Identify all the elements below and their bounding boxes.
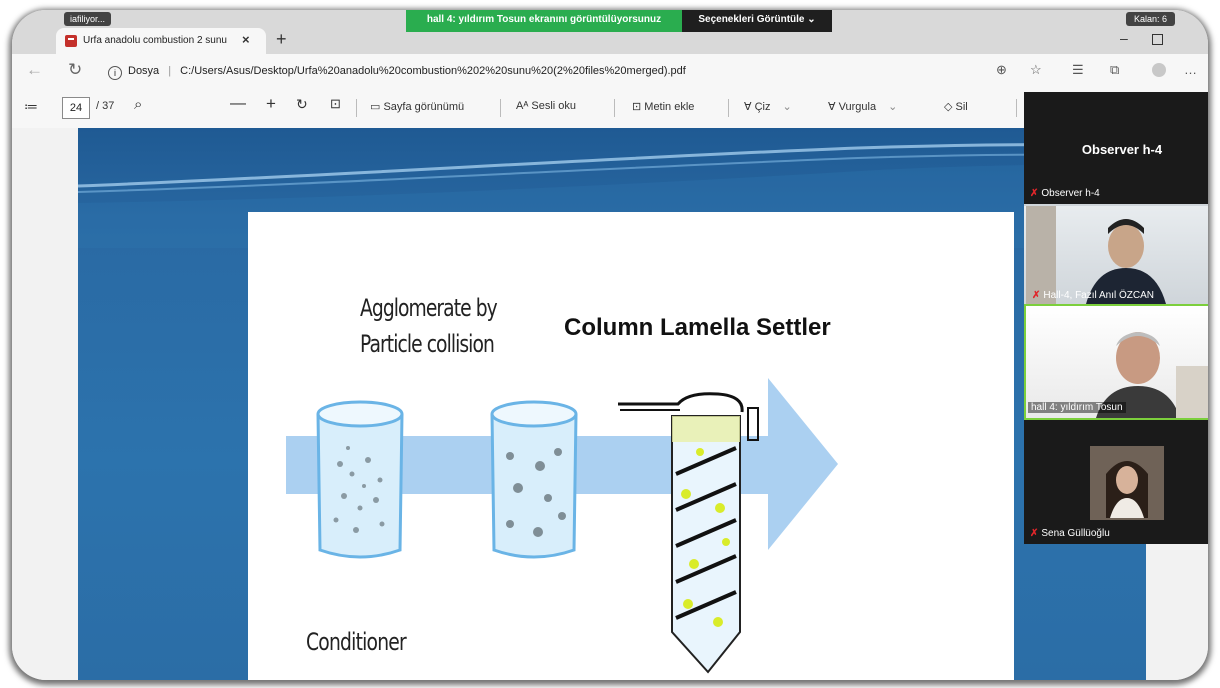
read-aloud-icon: Aᴬ xyxy=(516,100,532,112)
url-divider: | xyxy=(168,65,172,77)
participant-avatar xyxy=(1106,461,1148,518)
participant-name: ✗Observer h-4 xyxy=(1030,188,1100,199)
process-flow-diagram xyxy=(286,378,838,674)
participant-name: ✗Sena Güllüoğlu xyxy=(1030,528,1110,539)
browser-tab-bar: iafiliyor... hall 4: yıldırım Tosun ekra… xyxy=(12,10,1208,54)
participant-name: ✗Hall-4, Fazıl Anıl ÖZCAN xyxy=(1032,290,1154,301)
toolbar-separator xyxy=(356,99,357,117)
read-aloud-label: Sesli oku xyxy=(531,100,577,112)
page-view-button[interactable]: ▭ Sayfa görünümü xyxy=(370,100,464,113)
minimize-icon[interactable]: – xyxy=(1120,30,1128,46)
settler-title: Column Lamella Settler xyxy=(564,314,831,341)
erase-label: Sil xyxy=(955,101,968,113)
draw-button[interactable]: ∀ Çiz ⌄ xyxy=(744,100,792,113)
agglomerate-label: Agglomerate by Particle collision xyxy=(360,290,498,362)
draw-label: Çiz xyxy=(754,101,771,113)
page-total-label: / 37 xyxy=(96,100,115,112)
erase-button[interactable]: ◇ Sil xyxy=(944,100,968,113)
back-arrow-icon[interactable]: ← xyxy=(26,60,43,79)
participant-video-active-speaker[interactable]: hall 4: yıldırım Tosun xyxy=(1024,304,1208,420)
muted-mic-icon: ✗ xyxy=(1032,290,1041,301)
screen-frame: iafiliyor... hall 4: yıldırım Tosun ekra… xyxy=(12,10,1208,680)
address-bar: ← ↻ i Dosya | C:/Users/Asus/Desktop/Urfa%… xyxy=(12,54,1208,88)
muted-mic-icon: ✗ xyxy=(1030,188,1039,199)
browser-tab[interactable]: Urfa anadolu combustion 2 sunu × xyxy=(56,28,266,54)
eraser-icon: ◇ xyxy=(944,101,956,113)
reload-icon[interactable]: ↻ xyxy=(68,60,83,79)
read-aloud-button[interactable]: Aᴬ Sesli oku xyxy=(516,100,576,112)
restore-icon[interactable] xyxy=(1152,34,1163,45)
close-icon[interactable]: × xyxy=(242,32,250,47)
muted-mic-icon: ✗ xyxy=(1030,528,1039,539)
zoom-status-label: iafiliyor... xyxy=(64,12,112,26)
screen-share-banner: hall 4: yıldırım Tosun ekranını görüntül… xyxy=(406,10,682,32)
highlight-button[interactable]: ∀ Vurgula ⌄ xyxy=(828,100,897,113)
slide-content-panel: Agglomerate by Particle collision Column… xyxy=(248,212,1014,680)
favorite-star-icon[interactable]: ☆ xyxy=(1030,62,1042,77)
highlight-icon: ∀ xyxy=(828,101,839,113)
draw-icon: ∀ xyxy=(744,101,755,113)
participant-avatar xyxy=(1096,332,1208,418)
add-text-button[interactable]: ⊡ Metin ekle xyxy=(632,100,694,113)
self-view-title: Observer h-4 xyxy=(1081,142,1163,157)
toolbar-separator xyxy=(614,99,615,117)
toolbar-separator xyxy=(1016,99,1017,117)
zoom-in-icon[interactable]: + xyxy=(266,94,276,113)
agglomerate-line-1: Agglomerate by xyxy=(360,294,498,322)
zoom-out-icon[interactable]: — xyxy=(230,95,246,112)
highlight-label: Vurgula xyxy=(838,101,877,113)
zoom-participants-panel: Observer h-4 ✗Observer h-4 ✗Hall-4, Fazı… xyxy=(1024,92,1208,544)
participant-name: hall 4: yıldırım Tosun xyxy=(1028,402,1126,413)
lamella-settler-column xyxy=(618,392,759,674)
participant-avatar xyxy=(1026,206,1166,304)
presentation-slide: Agglomerate by Particle collision Column… xyxy=(78,128,1146,680)
toolbar-separator xyxy=(728,99,729,117)
collections-icon[interactable]: ⧉ xyxy=(1110,62,1120,77)
add-text-icon: ⊡ xyxy=(632,101,645,113)
view-options-button[interactable]: Seçenekleri Görüntüle ⌄ xyxy=(682,10,832,32)
add-text-label: Metin ekle xyxy=(644,101,695,113)
search-icon[interactable]: ⌕ xyxy=(134,96,143,113)
new-tab-icon[interactable]: + xyxy=(276,29,287,49)
rotate-icon[interactable]: ↻ xyxy=(296,96,308,112)
page-view-label: Sayfa görünümü xyxy=(383,101,465,113)
agglomerate-line-2: Particle collision xyxy=(360,330,495,358)
toolbar-separator xyxy=(500,99,501,117)
pdf-viewer[interactable]: Agglomerate by Particle collision Column… xyxy=(12,128,1208,680)
participant-video[interactable] xyxy=(1090,446,1164,520)
draw-dropdown-icon[interactable]: ⌄ xyxy=(782,101,792,113)
more-menu-icon[interactable]: … xyxy=(1184,62,1197,77)
tab-title: Urfa anadolu combustion 2 sunu xyxy=(83,35,227,46)
page-number-input[interactable]: 24 xyxy=(62,97,90,119)
url-field[interactable]: i Dosya | C:/Users/Asus/Desktop/Urfa%20an… xyxy=(108,60,988,82)
zoom-magnifier-icon[interactable]: ⊕ xyxy=(996,62,1007,77)
pdf-toolbar: ≔ 24 / 37 ⌕ — + ↻ ⊡ ▭ Sayfa görünümü Aᴬ … xyxy=(12,88,1208,129)
conditioner-label: Conditioner xyxy=(306,628,407,656)
zoom-remaining-label: Kalan: 6 xyxy=(1126,12,1176,26)
conditioner-beaker xyxy=(316,400,404,559)
profile-avatar[interactable] xyxy=(1152,63,1166,77)
agglomeration-beaker xyxy=(490,400,578,559)
highlight-dropdown-icon[interactable]: ⌄ xyxy=(888,101,898,113)
participant-video[interactable]: ✗Hall-4, Fazıl Anıl ÖZCAN xyxy=(1024,204,1208,306)
url-scheme-label: Dosya xyxy=(128,65,160,77)
fit-page-icon[interactable]: ⊡ xyxy=(330,96,341,111)
url-text: C:/Users/Asus/Desktop/Urfa%20anadolu%20c… xyxy=(180,65,686,77)
contents-icon[interactable]: ≔ xyxy=(24,98,38,114)
favorites-list-icon[interactable]: ☰ xyxy=(1072,62,1084,77)
info-icon[interactable]: i xyxy=(108,66,122,80)
pdf-file-icon xyxy=(65,35,77,47)
page-view-icon: ▭ xyxy=(370,101,384,113)
